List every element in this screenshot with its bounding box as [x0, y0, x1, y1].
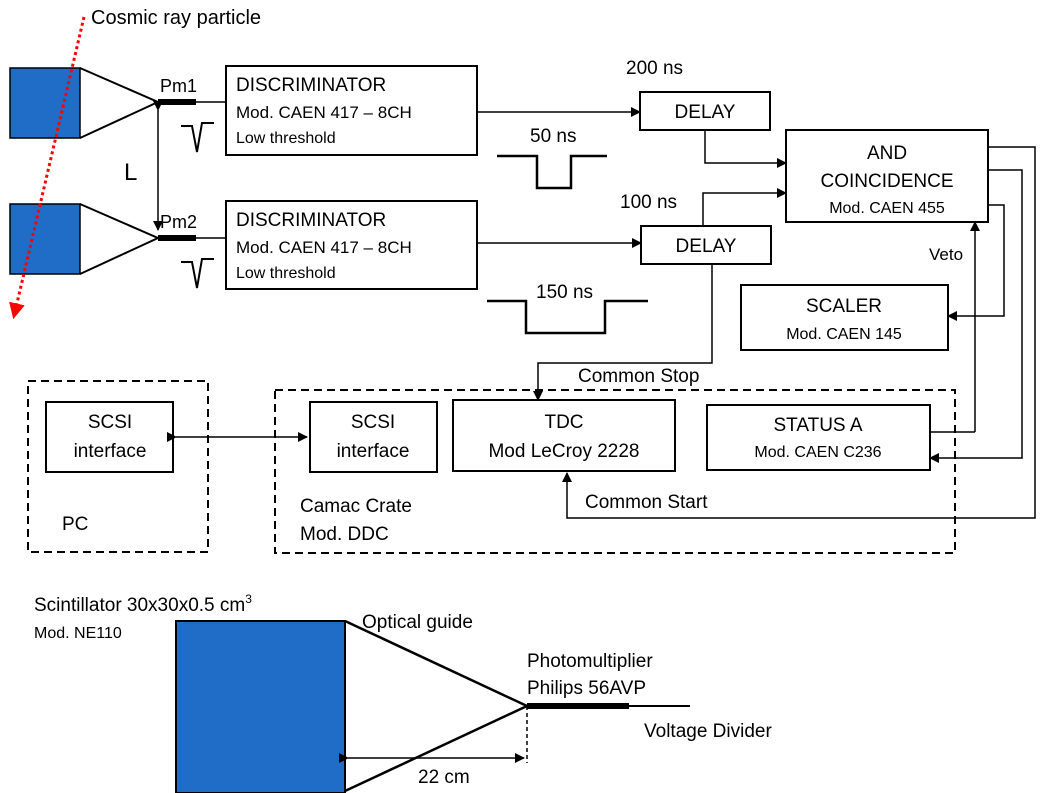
- discriminator-1-model: Mod. CAEN 417 – 8CH: [236, 103, 412, 122]
- scaler: SCALER Mod. CAEN 145: [740, 284, 949, 351]
- delay1-to-coincidence: [704, 130, 787, 168]
- voltage-divider-label: Voltage Divider: [644, 721, 772, 742]
- pc-scsi-interface: [45, 401, 174, 473]
- discriminator-2: DISCRIMINATOR Mod. CAEN 417 – 8CH Low th…: [225, 200, 478, 290]
- pc-scsi-line2: interface: [74, 441, 147, 462]
- coincidence-out-scaler: [947, 204, 1005, 321]
- pc: SCSI interface PC: [27, 380, 209, 553]
- delay-2: DELAY: [640, 225, 772, 265]
- cosmic-ray-label: Cosmic ray particle: [91, 7, 261, 29]
- coincidence-line1: AND: [867, 143, 907, 164]
- discriminator-2-note: Low threshold: [236, 265, 336, 282]
- crate-scsi-line1: SCSI: [351, 412, 395, 433]
- light-guide-2: [79, 203, 161, 275]
- delay-1: DELAY: [639, 91, 771, 131]
- scaler-title: SCALER: [806, 296, 882, 317]
- discriminator-2-title: DISCRIMINATOR: [236, 210, 386, 231]
- crate-scsi-interface: [309, 401, 438, 473]
- optical-guide-label: Optical guide: [362, 612, 473, 633]
- veto-label: Veto: [929, 245, 963, 264]
- delay-1-title: DELAY: [675, 102, 736, 123]
- camac-crate: SCSI interface TDC Mod LeCroy 2228 STATU…: [274, 389, 956, 554]
- tdc: [452, 399, 676, 472]
- status-line2: Mod. CAEN C236: [754, 444, 881, 461]
- coincidence-line2: COINCIDENCE: [820, 171, 953, 192]
- photomultiplier-model: Philips 56AVP: [527, 678, 646, 699]
- crate-label-line2: Mod. DDC: [300, 524, 389, 545]
- optical-guide-shape: [344, 619, 530, 793]
- pm2-label: Pm2: [160, 212, 197, 232]
- negative-pulse-icon-2: [181, 258, 214, 289]
- tdc-line2: Mod LeCroy 2228: [488, 441, 639, 462]
- coincidence-model: Mod. CAEN 455: [829, 200, 945, 217]
- coincidence-out-status: [929, 169, 1023, 463]
- scintillator-detail: [175, 620, 346, 793]
- discriminator-1-note: Low threshold: [236, 130, 336, 147]
- coincidence-out-start: [562, 146, 1036, 519]
- scintillator-model: Mod. NE110: [34, 625, 122, 642]
- photomultiplier-label: Photomultiplier: [527, 651, 653, 672]
- detector-1: [9, 67, 226, 139]
- discriminator-1: DISCRIMINATOR Mod. CAEN 417 – 8CH Low th…: [225, 65, 478, 156]
- pulse-150ns-label: 150 ns: [536, 282, 593, 303]
- delay-2-title: DELAY: [676, 236, 737, 257]
- detector-detail: Scintillator 30x30x0.5 cm3 Mod. NE110 Op…: [34, 592, 772, 793]
- delay-1-value: 200 ns: [626, 58, 683, 79]
- common-stop-line: [533, 264, 713, 401]
- pulse-150ns-icon: [487, 299, 648, 335]
- length-label: 22 cm: [418, 767, 470, 788]
- pulse-50ns-label: 50 ns: [530, 126, 576, 147]
- discriminator-1-title: DISCRIMINATOR: [236, 75, 386, 96]
- scaler-model: Mod. CAEN 145: [786, 326, 902, 343]
- scintillator-label: Scintillator 30x30x0.5 cm3: [34, 592, 252, 616]
- detector-2: [9, 203, 226, 275]
- pulse-50ns-icon: [497, 154, 607, 190]
- pc-label: PC: [62, 514, 88, 535]
- crate-label-line1: Camac Crate: [300, 496, 412, 517]
- delay-2-value: 100 ns: [620, 192, 677, 213]
- tdc-line1: TDC: [544, 412, 583, 433]
- common-start-label: Common Start: [585, 492, 708, 513]
- discriminator-2-model: Mod. CAEN 417 – 8CH: [236, 238, 412, 257]
- pc-scsi-line1: SCSI: [88, 412, 132, 433]
- crate-scsi-line2: interface: [337, 441, 410, 462]
- pm1-label: Pm1: [160, 76, 197, 96]
- scintillator-1: [9, 67, 81, 139]
- distance-label: L: [124, 159, 137, 186]
- common-stop-label: Common Stop: [578, 366, 699, 387]
- light-guide-1: [79, 67, 161, 139]
- status-a: [706, 404, 931, 471]
- and-coincidence: AND COINCIDENCE Mod. CAEN 455: [785, 129, 989, 223]
- negative-pulse-icon-1: [181, 122, 214, 153]
- delay2-to-coincidence: [702, 188, 787, 226]
- scintillator-2: [9, 203, 81, 275]
- status-line1: STATUS A: [773, 415, 862, 436]
